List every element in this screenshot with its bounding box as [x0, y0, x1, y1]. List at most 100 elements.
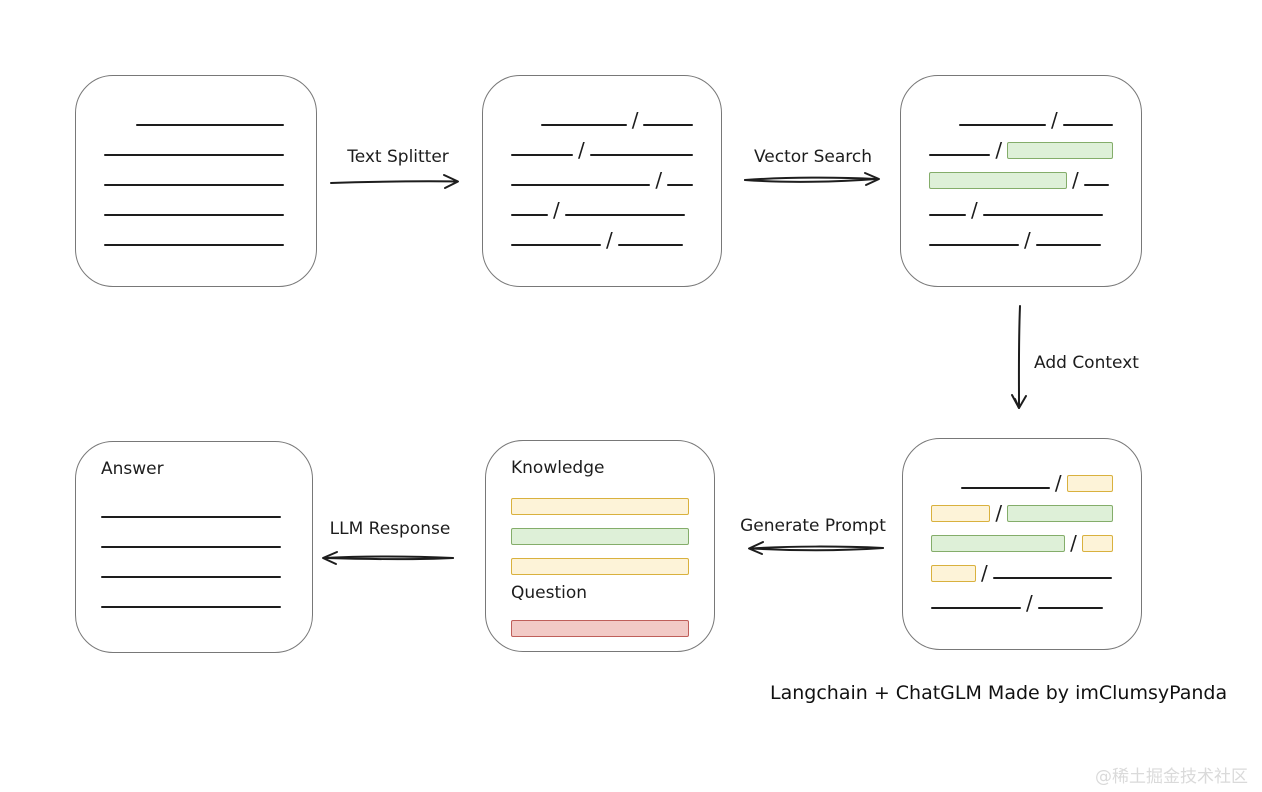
- text-line: [564, 214, 685, 216]
- document-text-lines: [76, 76, 316, 246]
- text-line: [101, 576, 281, 578]
- chunk-row: /: [511, 156, 693, 192]
- text-line: [511, 244, 601, 246]
- yellow-chunk-chip: [931, 505, 991, 522]
- chunk-row: /: [511, 186, 693, 222]
- chunk-row: [101, 578, 287, 608]
- chunk-row: /: [931, 459, 1113, 495]
- source-document-box: [75, 75, 317, 287]
- text-line: [929, 154, 991, 156]
- text-line: [104, 154, 284, 156]
- text-line: [667, 184, 693, 186]
- chunk-row: [511, 482, 689, 515]
- add-context-arrow-icon: [1011, 305, 1027, 409]
- chunk-row: /: [929, 126, 1113, 162]
- text-line: [982, 214, 1103, 216]
- slash-separator: /: [981, 561, 988, 585]
- generate-prompt-label: Generate Prompt: [740, 516, 886, 536]
- matched-chunks-box: /////: [900, 75, 1142, 287]
- text-line: [931, 607, 1021, 609]
- slash-separator: /: [655, 168, 663, 192]
- text-line: [101, 606, 281, 608]
- chunk-row: /: [929, 216, 1113, 250]
- chunk-row: /: [929, 186, 1113, 220]
- text-line: [541, 124, 627, 126]
- text-line: [511, 154, 573, 156]
- chunk-row: [511, 604, 689, 637]
- red-chunk-chip: [511, 620, 689, 637]
- text-line: [101, 516, 281, 518]
- chunk-row: /: [511, 216, 693, 252]
- chunk-row: [104, 156, 288, 186]
- question-bar: [511, 604, 689, 637]
- slash-separator: /: [995, 138, 1003, 162]
- chunk-row: /: [511, 126, 693, 162]
- green-chunk-chip: [931, 535, 1066, 552]
- text-line: [1037, 607, 1103, 609]
- green-chunk-chip: [511, 528, 689, 545]
- text-line: [992, 577, 1112, 579]
- slash-separator: /: [606, 228, 613, 252]
- vector-search-label: Vector Search: [754, 147, 872, 167]
- chunk-row: /: [929, 96, 1113, 132]
- yellow-chunk-chip: [511, 558, 689, 575]
- text-line: [929, 244, 1019, 246]
- text-line: [101, 546, 281, 548]
- chunk-row: [101, 548, 287, 578]
- text-line: [1083, 184, 1109, 186]
- text-line: [104, 244, 284, 246]
- slash-separator: /: [1054, 471, 1062, 495]
- question-label: Question: [511, 583, 588, 603]
- green-chunk-chip: [1007, 142, 1113, 159]
- answer-box: Answer: [75, 441, 313, 653]
- slash-separator: /: [1026, 591, 1033, 615]
- chunk-row: [104, 126, 288, 156]
- slash-separator: /: [1050, 108, 1058, 132]
- yellow-chunk-chip: [511, 498, 689, 515]
- split-chunks-box: / / / / /: [482, 75, 722, 287]
- split-chunk-lines: / / / / /: [483, 76, 721, 252]
- yellow-chunk-chip: [1081, 535, 1113, 552]
- llm-response-label: LLM Response: [329, 519, 451, 539]
- text-line: [961, 487, 1050, 489]
- chunk-row: [104, 96, 288, 126]
- slash-separator: /: [553, 198, 560, 222]
- chunk-row: [101, 488, 287, 518]
- chunk-row: [511, 512, 689, 545]
- context-chunks-box: / / / / /: [902, 438, 1142, 650]
- yellow-chunk-chip: [1066, 475, 1113, 492]
- text-line: [1062, 124, 1113, 126]
- diagram-caption: Langchain + ChatGLM Made by imClumsyPand…: [770, 682, 1228, 704]
- add-context-label: Add Context: [1034, 353, 1139, 373]
- text-line: [617, 244, 683, 246]
- juejin-watermark: @稀土掘金技术社区: [1095, 767, 1248, 787]
- knowledge-label: Knowledge: [511, 458, 605, 478]
- knowledge-chunk-bars: [511, 482, 689, 575]
- text-line: [1035, 244, 1101, 246]
- text-line: [929, 214, 966, 216]
- slash-separator: /: [631, 108, 639, 132]
- prompt-box: Knowledge Question: [485, 440, 715, 652]
- chunk-row: /: [931, 579, 1113, 615]
- chunk-row: [511, 542, 689, 575]
- matched-chunk-lines: /////: [901, 76, 1141, 250]
- green-chunk-chip: [1007, 505, 1113, 522]
- slash-separator: /: [995, 501, 1003, 525]
- slash-separator: /: [1070, 531, 1077, 555]
- chunk-row: /: [931, 519, 1113, 555]
- chunk-row: /: [929, 156, 1113, 192]
- text-line: [643, 124, 693, 126]
- slash-separator: /: [578, 138, 585, 162]
- text-line: [104, 214, 284, 216]
- green-chunk-chip: [929, 172, 1067, 189]
- llm-response-arrow-icon: [322, 551, 454, 565]
- text-line: [959, 124, 1046, 126]
- answer-label: Answer: [101, 459, 164, 479]
- text-splitter-arrow-icon: [330, 174, 459, 189]
- text-line: [104, 184, 284, 186]
- answer-text-lines: [101, 488, 287, 608]
- vector-search-arrow-icon: [744, 172, 880, 186]
- slash-separator: /: [1072, 168, 1079, 192]
- generate-prompt-arrow-icon: [748, 541, 884, 555]
